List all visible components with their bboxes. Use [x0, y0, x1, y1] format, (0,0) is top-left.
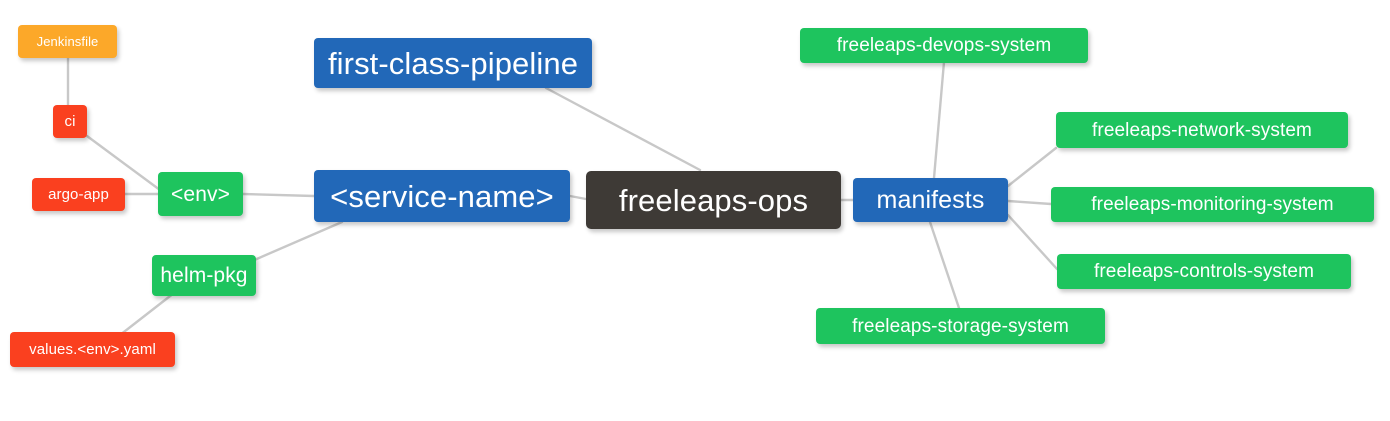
node-freeleaps-devops-system-label: freeleaps-devops-system	[836, 35, 1052, 56]
edge-manifests-network	[1006, 146, 1058, 188]
node-argo-app-label: argo-app	[48, 186, 109, 203]
node-freeleaps-controls-system-label: freeleaps-controls-system	[1093, 261, 1315, 282]
node-freeleaps-storage-system-label: freeleaps-storage-system	[852, 315, 1069, 337]
node-values-yaml-label: values.<env>.yaml	[29, 341, 156, 358]
node-freeleaps-storage-system[interactable]: freeleaps-storage-system	[816, 308, 1105, 344]
node-ci[interactable]: ci	[53, 105, 87, 138]
node-helm-pkg[interactable]: helm-pkg	[152, 255, 256, 296]
node-helm-pkg-label: helm-pkg	[160, 264, 248, 287]
node-argo-app[interactable]: argo-app	[32, 178, 125, 211]
node-service-name[interactable]: <service-name>	[314, 170, 570, 222]
node-freeleaps-network-system[interactable]: freeleaps-network-system	[1056, 112, 1348, 148]
edge-manifests-devops	[932, 60, 946, 180]
node-freeleaps-monitoring-system-label: freeleaps-monitoring-system	[1091, 194, 1334, 215]
node-freeleaps-controls-system[interactable]: freeleaps-controls-system	[1057, 254, 1351, 289]
edge-manifests-storage	[928, 220, 962, 313]
node-freeleaps-devops-system[interactable]: freeleaps-devops-system	[800, 28, 1088, 63]
edge-servicename-root	[568, 194, 588, 201]
node-first-class-pipeline-label: first-class-pipeline	[327, 45, 579, 81]
node-root-label: freeleaps-ops	[618, 182, 809, 218]
node-service-name-label: <service-name>	[330, 178, 554, 214]
edge-helmpkg-servicename	[250, 220, 344, 263]
edge-manifests-controls	[1006, 213, 1059, 271]
edge-manifests-monitoring	[1006, 199, 1053, 206]
node-ci-label: ci	[64, 113, 76, 130]
node-manifests[interactable]: manifests	[853, 178, 1008, 222]
edge-valuesyaml-helmpkg	[118, 291, 176, 337]
node-jenkinsfile-label: Jenkinsfile	[36, 34, 99, 49]
edge-pipeline-root	[544, 86, 702, 172]
node-freeleaps-network-system-label: freeleaps-network-system	[1092, 119, 1312, 141]
node-jenkinsfile[interactable]: Jenkinsfile	[18, 25, 117, 58]
node-first-class-pipeline[interactable]: first-class-pipeline	[314, 38, 592, 88]
node-env-label: <env>	[171, 182, 230, 206]
node-freeleaps-monitoring-system[interactable]: freeleaps-monitoring-system	[1051, 187, 1374, 222]
edge-env-servicename	[241, 192, 316, 198]
node-manifests-label: manifests	[876, 185, 985, 214]
node-env[interactable]: <env>	[158, 172, 243, 216]
node-root-freeleaps-ops[interactable]: freeleaps-ops	[586, 171, 841, 229]
node-values-yaml[interactable]: values.<env>.yaml	[10, 332, 175, 367]
